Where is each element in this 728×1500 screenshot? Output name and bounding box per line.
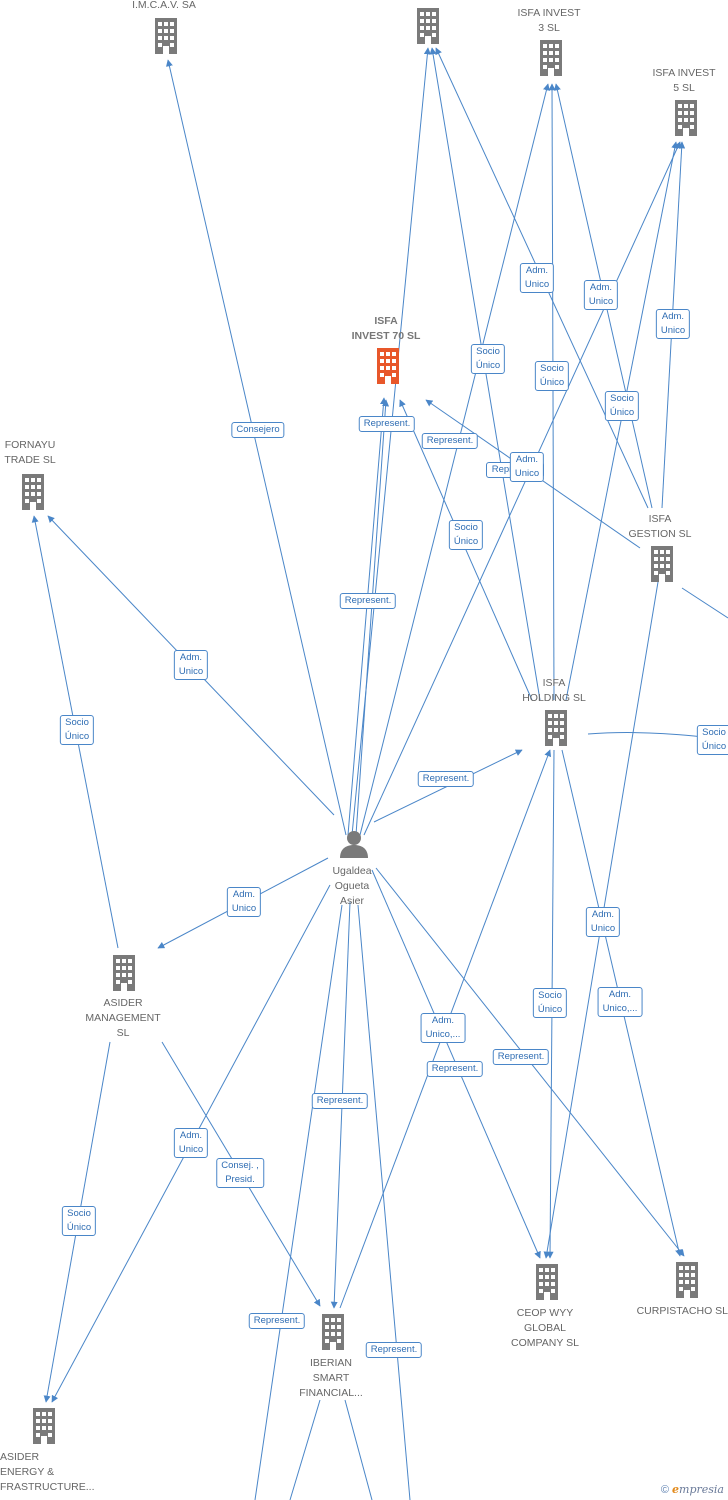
edge-label-represent-e[interactable]: Represent.	[492, 1049, 550, 1065]
edge-label-socio-unico-a[interactable]: Socio Único	[470, 344, 506, 374]
node-label-isfa3[interactable]: ISFA INVEST 3 SL	[517, 7, 581, 34]
edge-label-represent-h[interactable]: Represent.	[248, 1313, 306, 1329]
edge	[289, 1399, 321, 1500]
edge-label-socio-unico-g[interactable]: Socio Único	[61, 1206, 97, 1236]
isfa5-building-icon	[675, 100, 697, 136]
gestion-building-icon	[651, 546, 673, 582]
node-label-iberian[interactable]: IBERIAN SMART FINANCIAL...	[299, 1357, 363, 1399]
ceop-building-icon	[536, 1264, 558, 1300]
edge-label-adm-unico-a[interactable]: Adm. Unico	[519, 263, 555, 293]
edge-label-adm-unico-mgmt[interactable]: Adm. Unico	[226, 887, 262, 917]
edge-label-represent-70a[interactable]: Represent.	[358, 416, 416, 432]
edge	[359, 83, 550, 836]
edges	[31, 47, 728, 1500]
edge	[355, 399, 390, 836]
edge	[565, 141, 679, 701]
edge	[165, 59, 347, 836]
edge-label-socio-unico-f[interactable]: Socio Único	[532, 988, 568, 1018]
asider-mgmt-building-icon	[113, 955, 135, 991]
edge-label-socio-unico-fornayu[interactable]: Socio Único	[59, 715, 95, 745]
edge-label-represent-i[interactable]: Represent.	[365, 1342, 423, 1358]
edge	[344, 1399, 373, 1500]
edge-label-represent-70d[interactable]: Represent.	[339, 593, 397, 609]
node-label-asider-mgmt[interactable]: ASIDER MANAGEMENT SL	[85, 997, 161, 1039]
edge	[399, 399, 533, 701]
edge	[357, 904, 411, 1500]
node-label-imcav[interactable]: I.M.C.A.V. SA	[132, 0, 196, 11]
curpistacho-building-icon	[676, 1262, 698, 1298]
edge-label-socio-unico-c[interactable]: Socio Único	[604, 391, 640, 421]
edge	[681, 587, 728, 619]
edge-label-consejero[interactable]: Consejero	[231, 422, 285, 438]
edge-label-represent-f[interactable]: Represent.	[426, 1061, 484, 1077]
isfa70-building-icon	[377, 348, 399, 384]
edge-label-consej-presid[interactable]: Consej. , Presid.	[216, 1158, 264, 1188]
node-label-person[interactable]: Ugaldea Ogueta Asier	[332, 865, 372, 907]
edge-label-adm-unico-c[interactable]: Adm. Unico	[655, 309, 691, 339]
edge-label-represent-holding[interactable]: Represent.	[417, 771, 475, 787]
edge-label-adm-unico-h[interactable]: Adm. Unico	[173, 1128, 209, 1158]
node-label-ceop[interactable]: CEOP WYY GLOBAL COMPANY SL	[511, 1307, 579, 1349]
edge-label-represent-g[interactable]: Represent.	[311, 1093, 369, 1109]
node-label-curpistacho[interactable]: CURPISTACHO SL	[636, 1305, 728, 1317]
edge-label-socio-unico-e[interactable]: Socio Único	[696, 725, 728, 755]
edge	[548, 83, 556, 701]
edge	[429, 47, 541, 701]
asider-energy-building-icon	[33, 1408, 55, 1444]
node-label-isfa5[interactable]: ISFA INVEST 5 SL	[652, 67, 716, 94]
edge	[363, 141, 681, 836]
node-label-fornayu[interactable]: FORNAYU TRADE SL	[4, 439, 56, 466]
edge-label-adm-unico-d[interactable]: Adm. Unico	[509, 452, 545, 482]
edge-label-adm-unico-f[interactable]: Adm. Unico,...	[597, 987, 643, 1017]
node-label-holding[interactable]: ISFA HOLDING SL	[522, 677, 586, 704]
edge-label-socio-unico-b[interactable]: Socio Único	[534, 361, 570, 391]
brand-logo-text: mpresia	[679, 1483, 724, 1496]
edge-label-adm-unico-g[interactable]: Adm. Unico,...	[420, 1013, 466, 1043]
node-icons	[22, 8, 698, 1444]
isfa3-building-icon	[540, 40, 562, 76]
node-label-isfa70[interactable]: ISFA INVEST 70 SL	[351, 315, 421, 342]
edge	[254, 904, 343, 1500]
edge-label-adm-unico-fornayu[interactable]: Adm. Unico	[173, 650, 209, 680]
imcav-building-icon	[155, 18, 177, 54]
person-icon	[340, 831, 368, 858]
node-label-gestion[interactable]: ISFA GESTION SL	[628, 513, 692, 540]
brand-logo-e: e	[672, 1483, 680, 1496]
edge-label-socio-unico-d[interactable]: Socio Único	[448, 520, 484, 550]
edge-label-represent-70b[interactable]: Represent.	[421, 433, 479, 449]
iberian-building-icon	[322, 1314, 344, 1350]
copyright-notice: © empresia	[661, 1483, 724, 1496]
node-label-asider-energy[interactable]: ASIDER ENERGY & FRASTRUCTURE...	[0, 1451, 95, 1493]
edge-label-adm-unico-b[interactable]: Adm. Unico	[583, 280, 619, 310]
holding-building-icon	[545, 710, 567, 746]
edge	[347, 397, 387, 836]
fornayu-building-icon	[22, 474, 44, 510]
copyright-symbol: ©	[660, 1484, 669, 1496]
top-unnamed-building-icon	[417, 8, 439, 44]
edge-label-adm-unico-e[interactable]: Adm. Unico	[585, 907, 621, 937]
